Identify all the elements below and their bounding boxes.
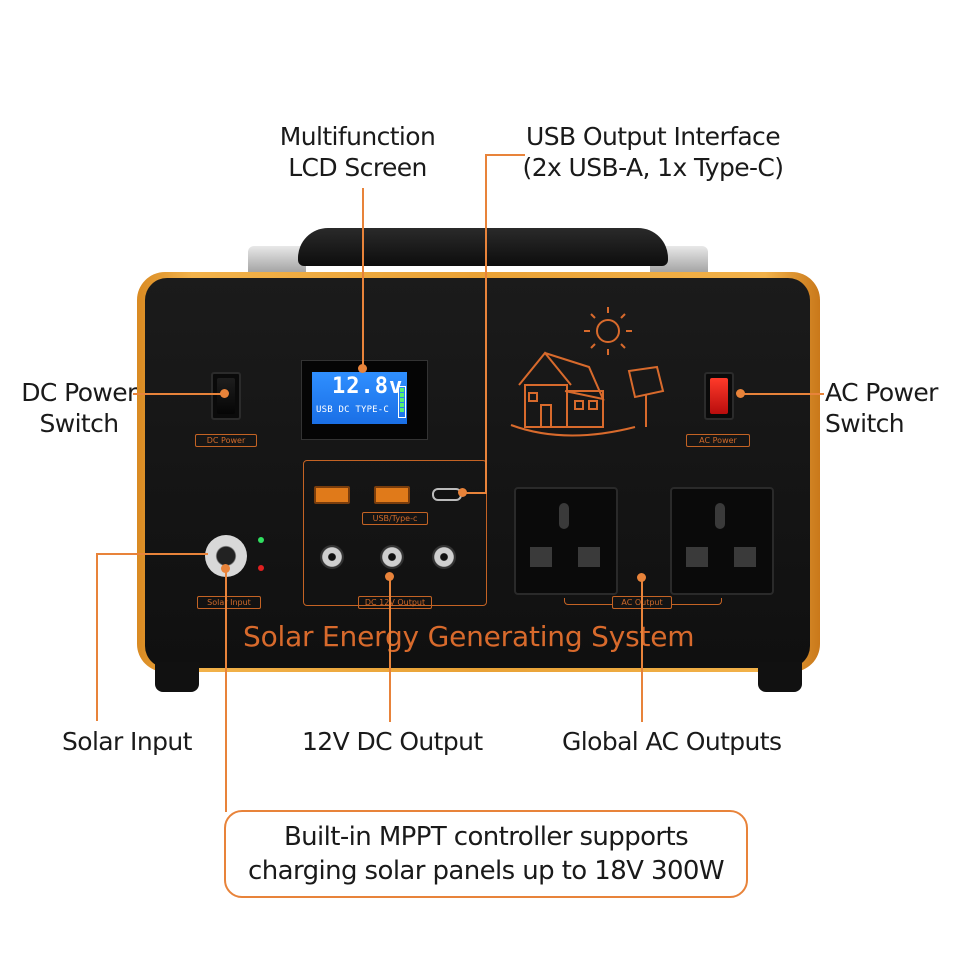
handle-clip-left [248,246,306,276]
battery-level-icon [398,386,406,418]
usb-a-port-1[interactable] [314,486,350,504]
red-indicator-led [258,565,264,571]
leader-solar-h [96,553,208,555]
tag-dc-power: DC Power [195,434,257,447]
tag-ac-power: AC Power [686,434,750,447]
device-foot-right [758,662,802,692]
label-dc-power-switch: DC Power Switch [21,378,137,438]
leader-usb-h [485,154,525,156]
ac-socket-1[interactable] [514,487,618,595]
leader-ac-outputs [641,577,643,722]
leader-dot-dc-output [385,572,394,581]
lcd-voltage: 12.8v [332,374,404,399]
label-lcd-screen: Multifunction LCD Screen [279,122,436,182]
label-solar-input: Solar Input [62,727,192,756]
carry-handle [298,228,668,266]
ac-switch-rocker [710,378,728,414]
leader-usb-h2 [462,492,487,494]
label-global-ac-outputs: Global AC Outputs [562,727,782,756]
lcd-screen: 12.8v USB DC TYPE-C [312,372,407,424]
tag-usb-type-c: USB/Type-c [362,512,428,525]
leader-dot-usb [458,488,467,497]
label-ac-power-switch: AC Power Switch [825,378,938,438]
label-usb-output: USB Output Interface (2x USB-A, 1x Type-… [522,122,784,182]
leader-dot-solar [221,564,230,573]
ac-socket-2[interactable] [670,487,774,595]
leader-mppt [225,568,227,812]
leader-dc-output [389,576,391,722]
dc-power-switch[interactable] [211,372,241,420]
solar-house-illustration [510,307,665,437]
dc-output-port-2[interactable] [380,545,404,569]
dc-output-port-3[interactable] [432,545,456,569]
leader-dot-lcd [358,364,367,373]
usb-a-port-2[interactable] [374,486,410,504]
device-title: Solar Energy Generating System [243,620,695,653]
mppt-callout: Built-in MPPT controller supports chargi… [224,810,748,898]
leader-dot-dc-switch [220,389,229,398]
green-indicator-led [258,537,264,543]
tag-dc-12v-output: DC 12V Output [358,596,432,609]
dc-output-port-1[interactable] [320,545,344,569]
leader-usb-v [485,154,487,494]
lcd-sub-label: USB DC TYPE-C [316,405,390,415]
label-12v-dc-output: 12V DC Output [302,727,483,756]
leader-ac-switch [740,393,824,395]
tag-solar-input: Solar Input [197,596,261,609]
device-foot-left [155,662,199,692]
leader-dot-ac-switch [736,389,745,398]
leader-solar-v [96,553,98,721]
ac-power-switch[interactable] [704,372,734,420]
device-front-panel [145,278,810,668]
usb-dc-panel [303,460,487,606]
mppt-callout-text: Built-in MPPT controller supports chargi… [248,822,725,886]
leader-lcd [362,188,364,368]
leader-dot-ac-outputs [637,573,646,582]
leader-dc-switch [133,393,225,395]
